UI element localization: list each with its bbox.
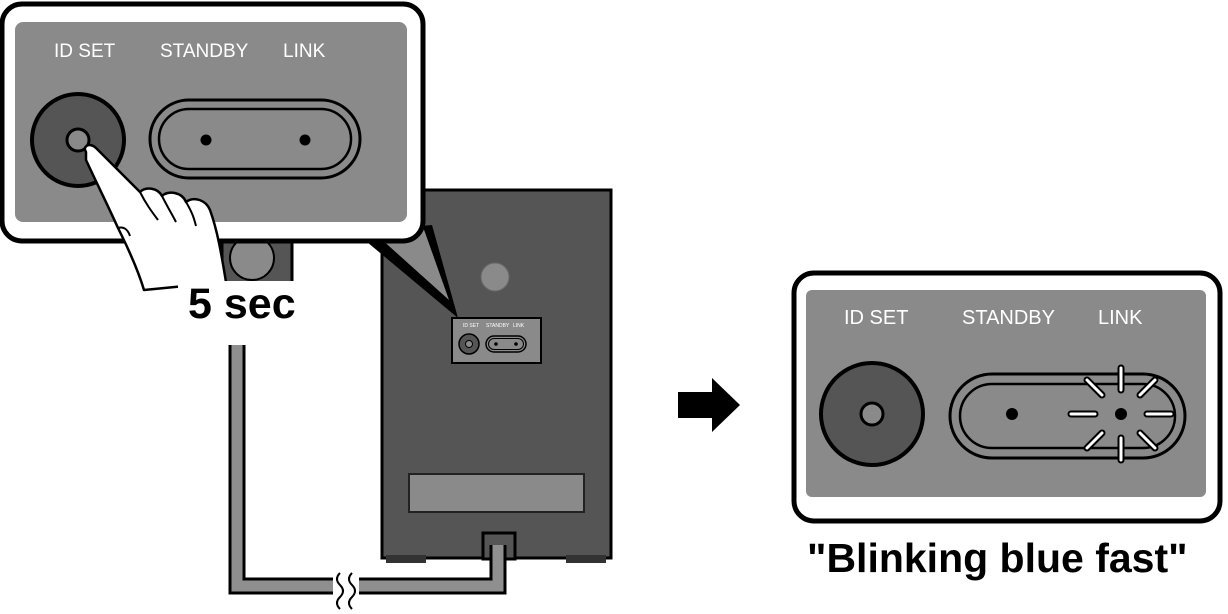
label-standby: STANDBY (160, 41, 249, 62)
result-link-led (1115, 408, 1127, 420)
result-led-window (948, 372, 1187, 460)
label-id-set: ID SET (54, 41, 116, 62)
mini-led-window (485, 335, 527, 353)
label-link: LINK (283, 41, 326, 62)
hand-pointer-icon (83, 143, 228, 292)
result-caption: "Blinking blue fast" (807, 535, 1188, 581)
result-id-set-center (859, 401, 885, 427)
mini-id-set-center (465, 340, 473, 348)
power-cable (228, 345, 507, 610)
result-label-link: LINK (1098, 307, 1143, 329)
mini-standby-led (494, 342, 498, 346)
link-led (299, 134, 311, 146)
callout-pointer (355, 225, 458, 318)
mini-link-led (514, 342, 518, 346)
device-port-circle (480, 262, 510, 292)
mini-led-window-inner (488, 338, 524, 350)
mini-label-id-set: ID SET (463, 323, 479, 329)
press-duration-bg (178, 281, 300, 329)
result-label-standby: STANDBY (962, 307, 1055, 329)
result-panel: ID SET STANDBY LINK (791, 270, 1223, 524)
led-window-inner (157, 107, 353, 171)
cable-break-icon (336, 572, 356, 610)
blink-rays-icon (1067, 364, 1175, 464)
standby-led (200, 134, 212, 146)
led-window (148, 98, 362, 180)
result-standby-led (1006, 408, 1018, 420)
mini-label-standby: STANDBY (486, 323, 510, 329)
subwoofer-foot-right (566, 555, 606, 563)
subwoofer-device: ID SET STANDBY LINK (380, 188, 613, 563)
result-label-id-set: ID SET (844, 307, 908, 329)
arrow-right-icon (678, 378, 740, 432)
device-vent-panel (408, 473, 585, 513)
subwoofer-foot-left (386, 555, 426, 563)
id-set-button-center (65, 127, 91, 153)
mini-label-link: LINK (513, 323, 525, 329)
press-duration-label: 5 sec (188, 280, 296, 328)
result-led-window-inner (958, 382, 1177, 450)
